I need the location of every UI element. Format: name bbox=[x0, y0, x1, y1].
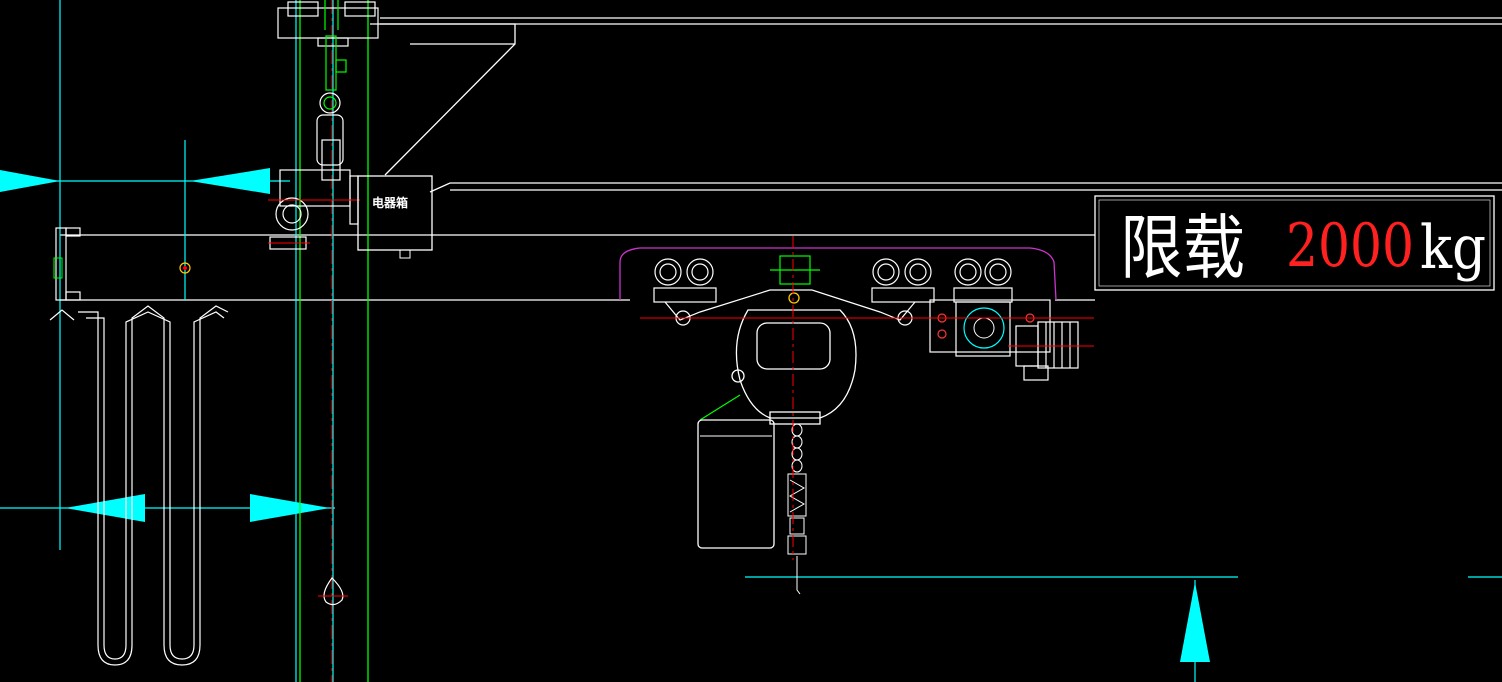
column-head-bracket bbox=[277, 1, 379, 181]
electrical-box-label: 电器箱 bbox=[372, 195, 408, 210]
load-limit-label: 限载 bbox=[1120, 207, 1245, 289]
trolley-outline bbox=[619, 247, 1057, 301]
load-limit-value: 2000 bbox=[1286, 211, 1414, 281]
chain-bag bbox=[697, 394, 775, 549]
beam-pivot-marker bbox=[179, 262, 191, 274]
column-head-green-parts bbox=[323, 0, 347, 110]
load-limit-sign: 限载 2000 kg bbox=[1094, 195, 1495, 291]
trolley-drive-centerlines bbox=[640, 317, 1094, 347]
trolley-drive-motor bbox=[1015, 321, 1079, 381]
trolley-wheels bbox=[653, 258, 1013, 303]
electrical-box: 电器箱 bbox=[357, 175, 433, 259]
trolley-drive-gearbox bbox=[937, 301, 1035, 357]
beam-end-stop-green bbox=[53, 257, 63, 279]
beam-end-stop bbox=[49, 227, 81, 321]
trolley-hanger-pin bbox=[788, 292, 800, 304]
slewing-mechanism bbox=[269, 169, 359, 250]
hoist-chain bbox=[787, 423, 807, 595]
load-limit-unit: kg bbox=[1420, 213, 1486, 283]
trolley-hanger-green bbox=[770, 255, 820, 285]
trolley-frame bbox=[664, 289, 1051, 353]
slewing-centerlines bbox=[268, 199, 360, 244]
festoon-cable-loops bbox=[78, 305, 229, 666]
column-hook bbox=[323, 577, 344, 606]
upper-beam bbox=[370, 17, 1502, 176]
hoist-body bbox=[731, 309, 857, 425]
dimension-arrows bbox=[0, 168, 1210, 662]
main-jib-beam bbox=[60, 182, 1502, 301]
column-mast bbox=[299, 0, 369, 682]
